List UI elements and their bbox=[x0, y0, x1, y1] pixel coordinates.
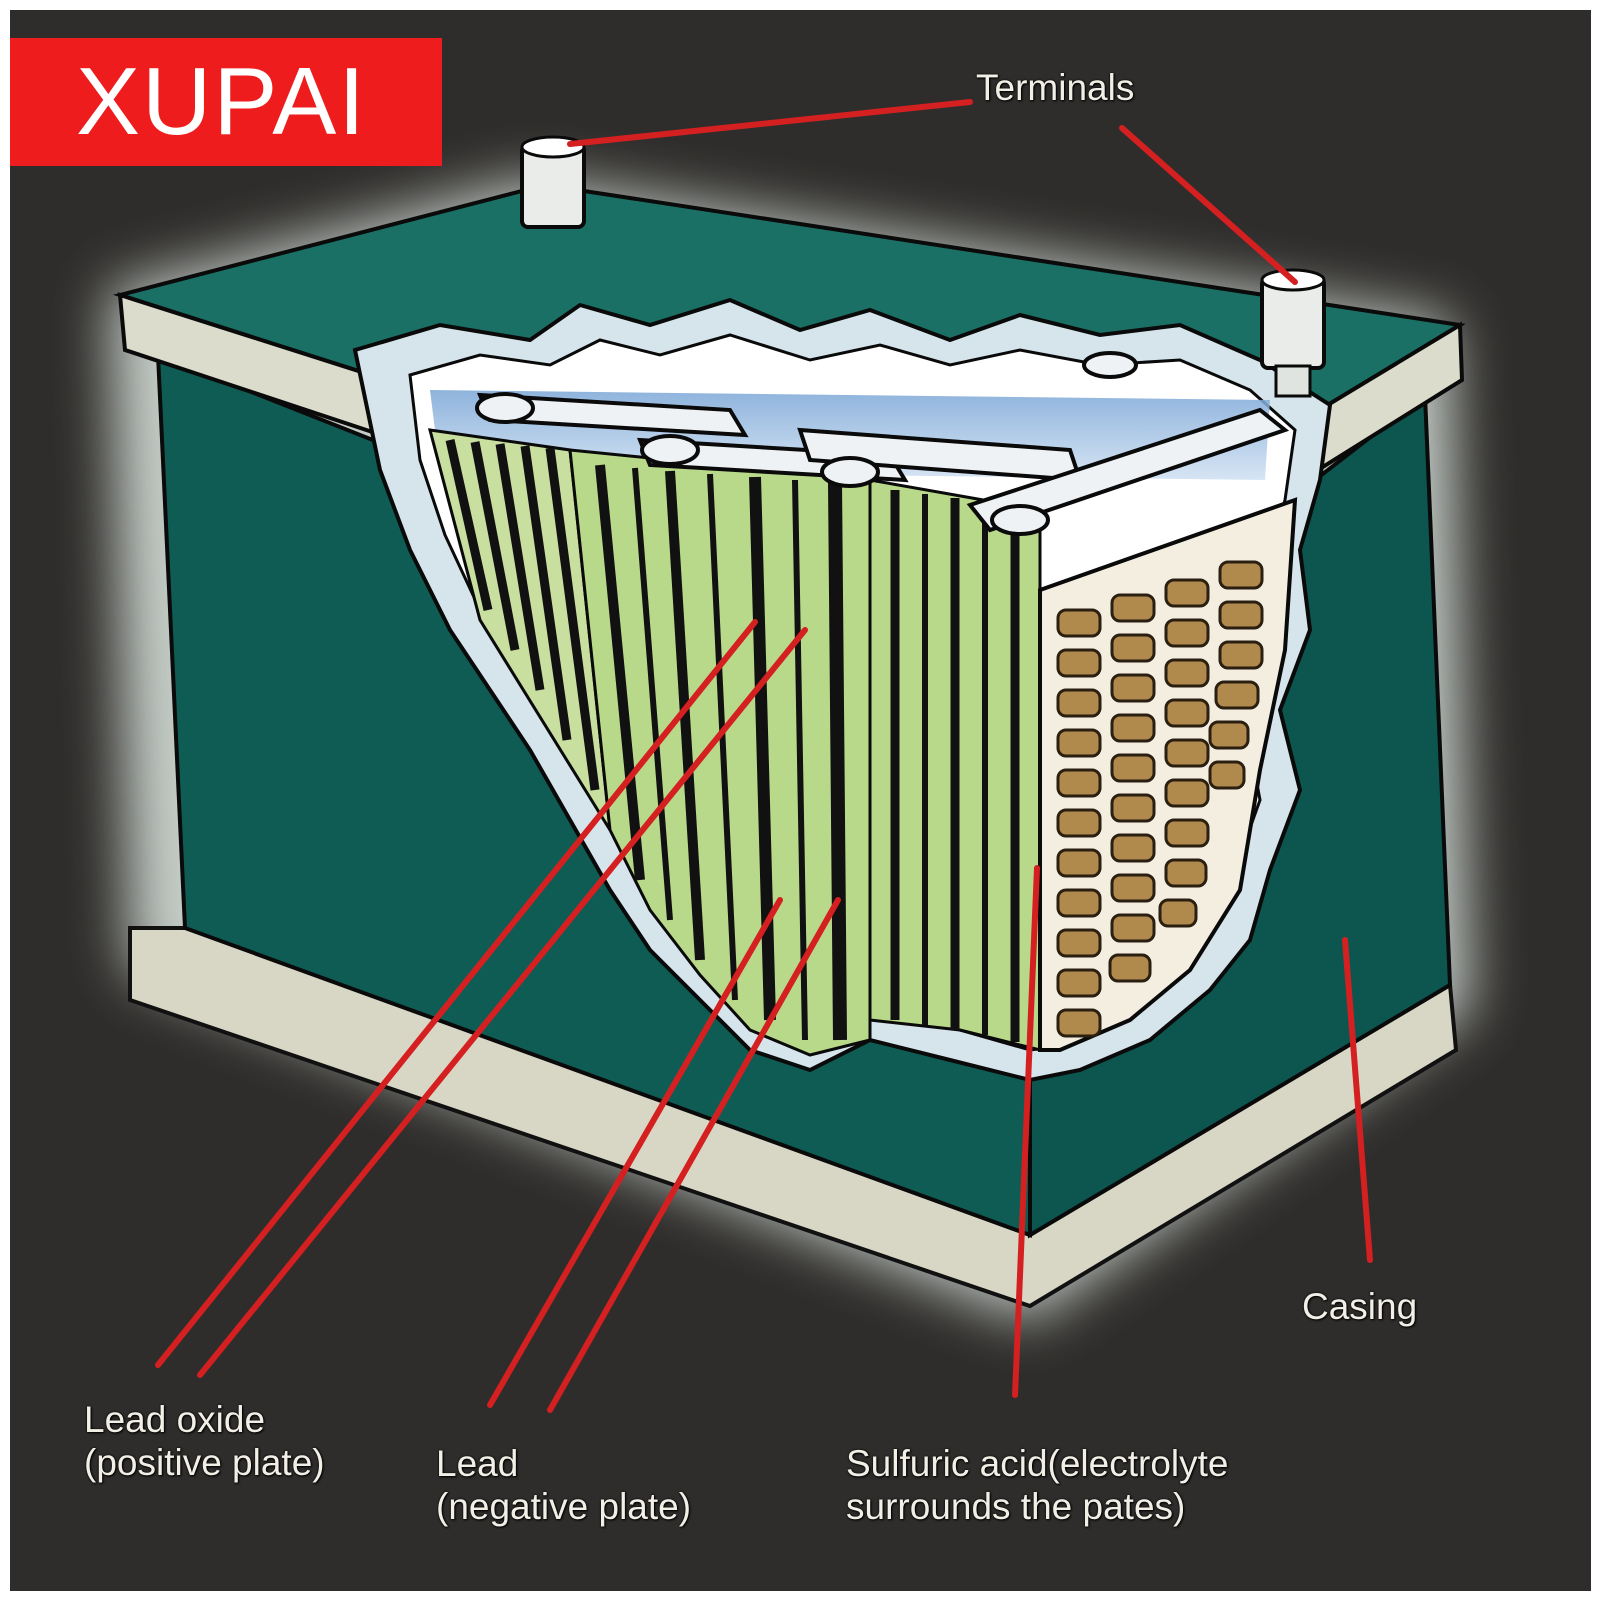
leader-terminal-left bbox=[567, 99, 973, 147]
label-acid-line1: Sulfuric acid(electrolyte bbox=[846, 1443, 1229, 1484]
plates-right-cell bbox=[868, 478, 1042, 1052]
battery-cutaway-diagram bbox=[110, 99, 1470, 1413]
leader-lead-a bbox=[487, 897, 783, 1408]
leader-lead-oxide-a bbox=[155, 619, 758, 1368]
leader-acid bbox=[1012, 865, 1040, 1398]
diagram-frame: XUPAI Terminals Casing Lead oxide (posit… bbox=[10, 10, 1591, 1591]
label-sulfuric-acid: Sulfuric acid(electrolyte surrounds the … bbox=[846, 1442, 1228, 1528]
plates-left-cell bbox=[427, 428, 612, 831]
label-lead-line1: Lead bbox=[436, 1443, 519, 1484]
label-terminals: Terminals bbox=[976, 67, 1135, 108]
label-acid-line2: surrounds the pates) bbox=[846, 1486, 1186, 1527]
label-lead-line2: (negative plate) bbox=[436, 1486, 692, 1527]
label-lead-oxide-line2: (positive plate) bbox=[84, 1442, 325, 1483]
leader-casing bbox=[1342, 937, 1373, 1263]
label-lead-oxide: Lead oxide (positive plate) bbox=[84, 1398, 325, 1484]
terminal-left bbox=[520, 135, 586, 229]
cell-connectors bbox=[475, 351, 1290, 536]
label-lead-oxide-line1: Lead oxide bbox=[84, 1399, 266, 1440]
label-casing: Casing bbox=[1302, 1286, 1418, 1327]
leader-lead-oxide-b bbox=[197, 627, 808, 1378]
leader-lead-b bbox=[547, 897, 841, 1413]
grid-plate bbox=[1038, 497, 1298, 1052]
leader-terminal-right bbox=[1119, 125, 1298, 285]
label-lead: Lead (negative plate) bbox=[436, 1442, 691, 1528]
leader-lines bbox=[155, 99, 1373, 1413]
brand-logo: XUPAI bbox=[10, 38, 442, 166]
